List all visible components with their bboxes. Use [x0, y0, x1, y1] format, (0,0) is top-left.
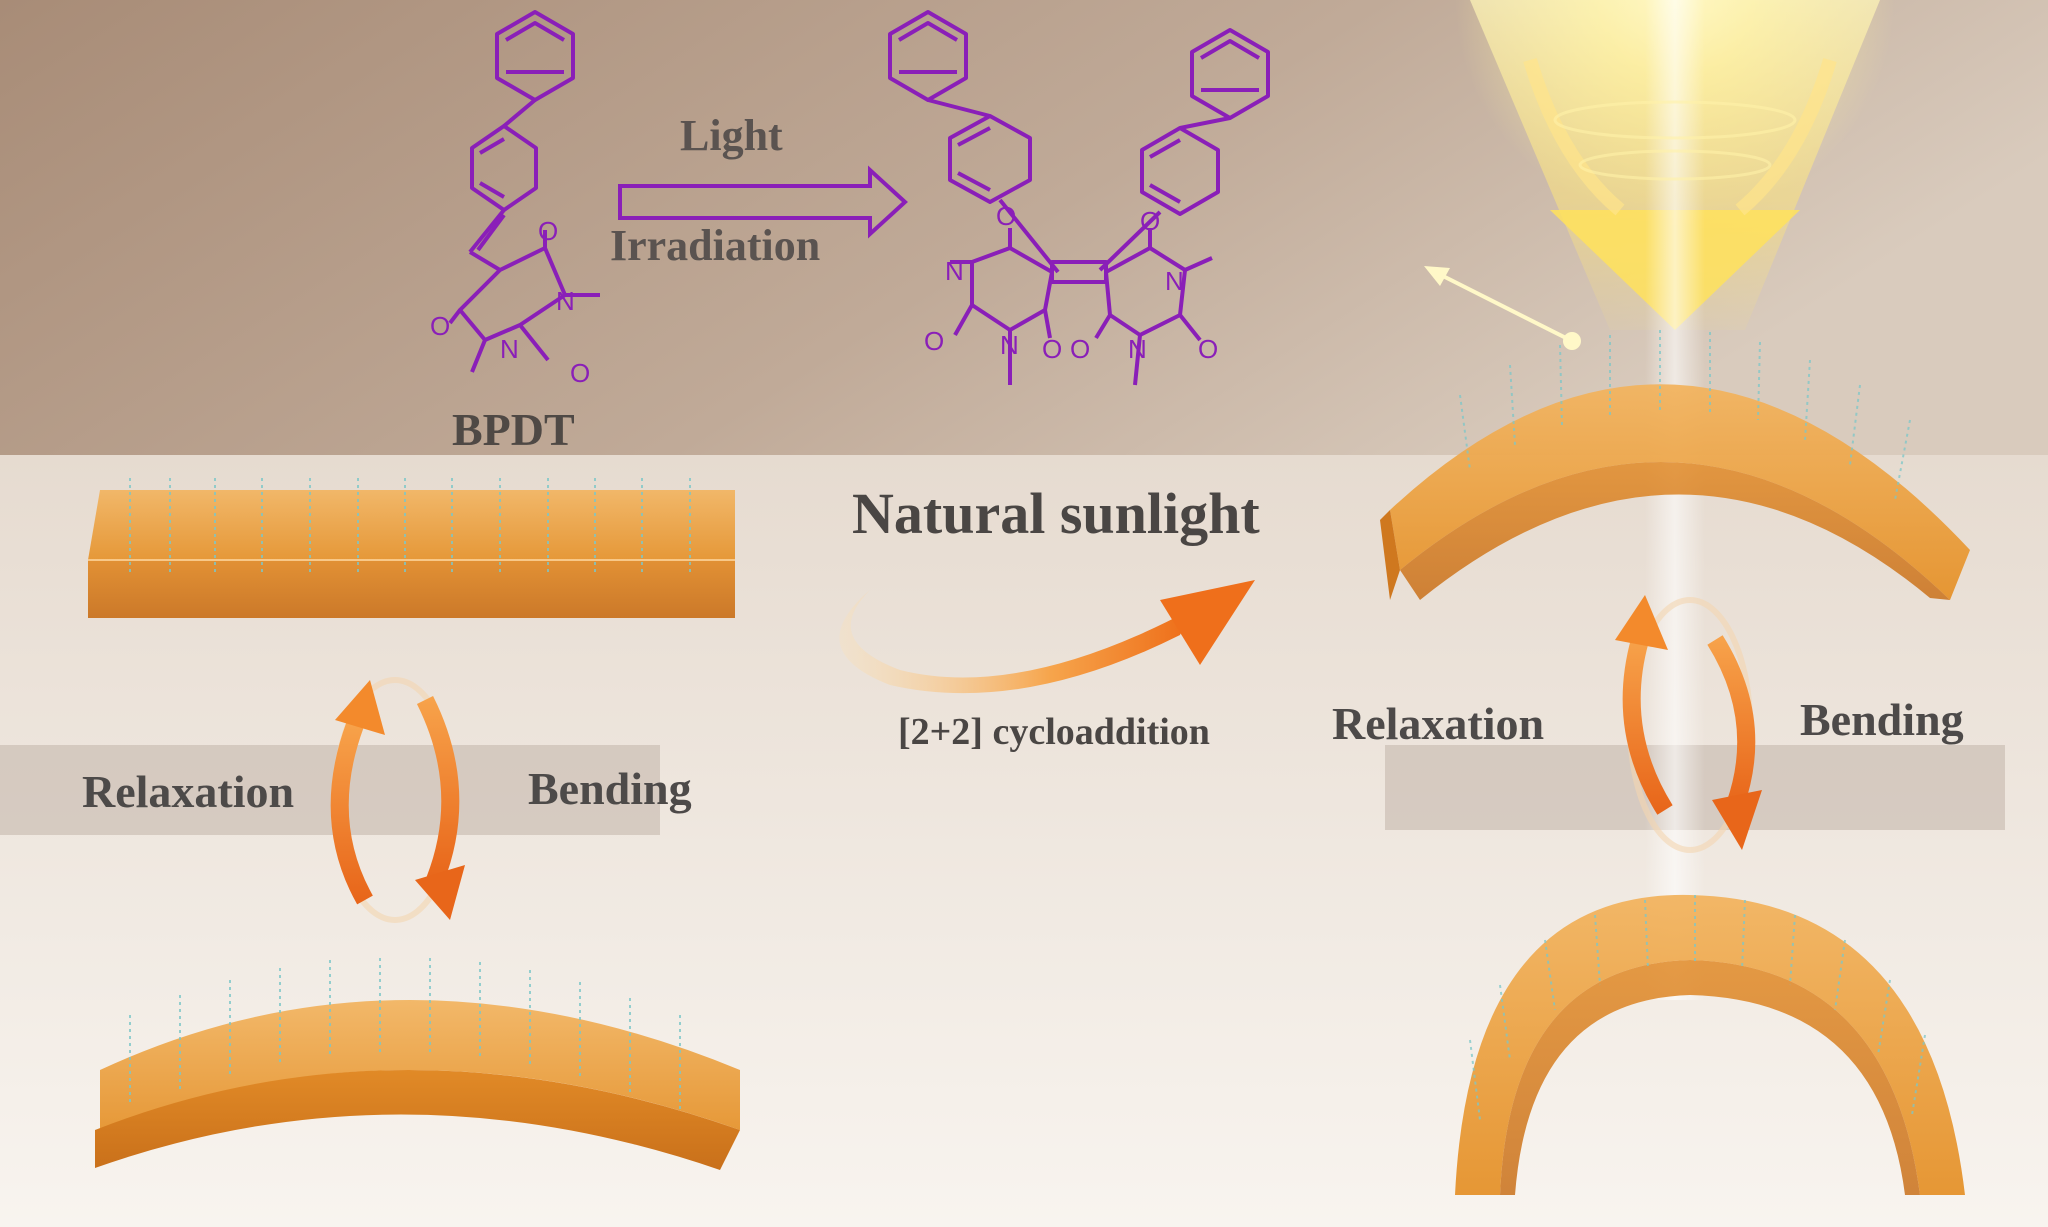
crystal-arched-top: [1380, 330, 1970, 600]
atom-n: N: [1000, 330, 1019, 360]
atom-o: O: [1140, 206, 1160, 236]
atom-o: O: [570, 358, 590, 388]
cycle-arrows-left: [330, 677, 465, 923]
crystal-arched-bottom: [1455, 894, 1965, 1195]
reactant-atom-labels: O N O N O: [430, 216, 590, 388]
cycle-arrows-right: [1615, 595, 1762, 853]
atom-n: N: [500, 334, 519, 364]
reaction-arrow-bottom-label: Irradiation: [610, 221, 821, 270]
process-title: Natural sunlight: [852, 481, 1260, 546]
crystal-bent-left: [95, 958, 740, 1170]
atom-n: N: [556, 286, 575, 316]
right-relaxation-label: Relaxation: [1332, 698, 1545, 749]
atom-n: N: [945, 256, 964, 286]
atom-o: O: [924, 326, 944, 356]
reactant-name: BPDT: [452, 404, 575, 455]
atom-o: O: [1198, 334, 1218, 364]
atom-o: O: [996, 201, 1016, 231]
left-relaxation-label: Relaxation: [82, 766, 295, 817]
product-atom-labels: O N O N O O N O N O: [924, 201, 1218, 364]
reflected-ray: [1434, 270, 1571, 342]
crystal-flat: [88, 478, 735, 618]
reaction-arrow-top-label: Light: [680, 111, 783, 160]
atom-n: N: [1128, 334, 1147, 364]
product-molecule: [888, 10, 1270, 386]
reaction-arrow: [618, 165, 908, 239]
atom-o: O: [430, 311, 450, 341]
left-bending-label: Bending: [528, 763, 692, 814]
process-subtitle: [2+2] cycloaddition: [898, 711, 1210, 753]
atom-o: O: [1042, 334, 1062, 364]
sunlight-arrow: [839, 580, 1255, 694]
atom-o: O: [538, 216, 558, 246]
reactant-molecule: [448, 10, 600, 373]
atom-n: N: [1165, 266, 1184, 296]
right-bending-label: Bending: [1800, 694, 1964, 745]
atom-o: O: [1070, 334, 1090, 364]
